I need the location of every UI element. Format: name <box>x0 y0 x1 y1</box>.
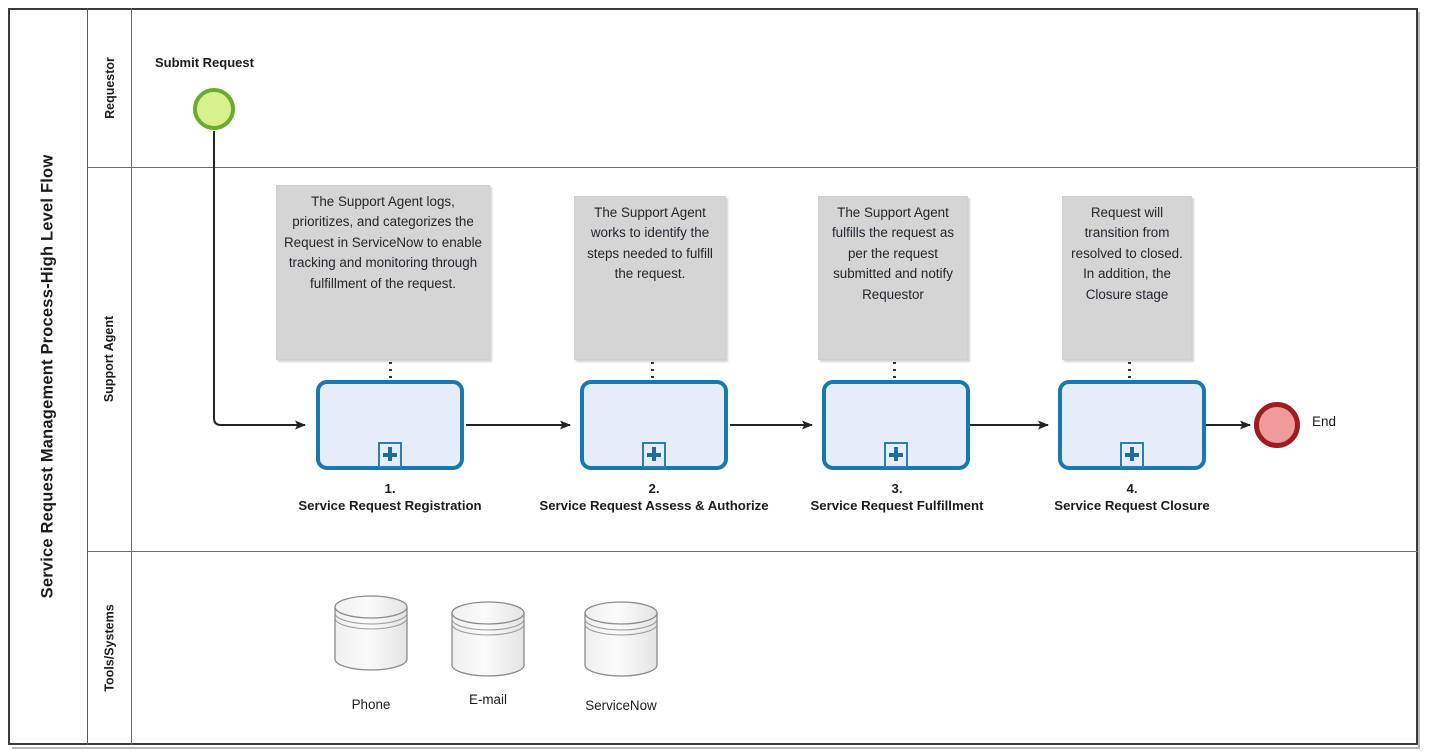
collapsed-subprocess-plus-icon[interactable] <box>642 442 666 468</box>
lane-header-tools-systems: Tools/Systems <box>88 551 132 745</box>
end-event[interactable] <box>1254 402 1300 448</box>
annotation-note-4: Request will transition from resolved to… <box>1062 196 1192 360</box>
collapsed-subprocess-plus-icon[interactable] <box>1120 442 1144 468</box>
task-3-caption: 3. Service Request Fulfillment <box>772 481 1022 514</box>
end-event-label: End <box>1312 414 1337 429</box>
lane-label-requestor: Requestor <box>102 56 117 119</box>
start-event[interactable] <box>193 88 235 130</box>
lane-header-support-agent: Support Agent <box>88 167 132 551</box>
pool-shadow-bottom <box>12 747 1420 749</box>
task-service-request-assess-authorize[interactable] <box>580 380 728 470</box>
association-dots-2 <box>651 362 654 380</box>
task-2-number: 2. <box>648 481 660 496</box>
task-4-number: 4. <box>1126 481 1138 496</box>
lane-separator-1 <box>88 167 1418 168</box>
task-service-request-closure[interactable] <box>1058 380 1206 470</box>
task-2-name: Service Request Assess & Authorize <box>539 497 769 513</box>
task-4-name: Service Request Closure <box>1054 497 1210 513</box>
lane-header-requestor: Requestor <box>88 8 132 167</box>
page-title: Service Request Management Process-High … <box>38 154 57 599</box>
task-service-request-fulfillment[interactable] <box>822 380 970 470</box>
annotation-note-2: The Support Agent works to identify the … <box>574 196 726 360</box>
pool-shadow-right <box>1418 12 1420 749</box>
task-1-number: 1. <box>384 481 396 496</box>
lane-label-tools-systems: Tools/Systems <box>102 604 117 692</box>
datastore-servicenow-icon[interactable] <box>583 600 659 678</box>
datastore-email-icon[interactable] <box>450 600 526 678</box>
annotation-note-1: The Support Agent logs, prioritizes, and… <box>276 185 490 360</box>
lane-label-support-agent: Support Agent <box>102 315 117 403</box>
collapsed-subprocess-plus-icon[interactable] <box>378 442 402 468</box>
datastore-phone-icon[interactable] <box>333 594 409 672</box>
task-1-caption: 1. Service Request Registration <box>256 481 524 514</box>
task-4-caption: 4. Service Request Closure <box>1012 481 1252 514</box>
task-1-name: Service Request Registration <box>298 497 482 513</box>
association-dots-1 <box>389 362 392 380</box>
pool-title-column: Service Request Management Process-High … <box>8 8 88 745</box>
task-3-number: 3. <box>891 481 903 496</box>
annotation-note-3: The Support Agent fulfills the request a… <box>818 196 968 360</box>
collapsed-subprocess-plus-icon[interactable] <box>884 442 908 468</box>
datastore-phone-label: Phone <box>351 697 391 712</box>
task-2-caption: 2. Service Request Assess & Authorize <box>534 481 774 514</box>
association-dots-3 <box>893 362 896 380</box>
association-dots-4 <box>1128 362 1131 380</box>
annotation-note-1-text: The Support Agent logs, prioritizes, and… <box>284 194 482 291</box>
task-service-request-registration[interactable] <box>316 380 464 470</box>
annotation-note-3-text: The Support Agent fulfills the request a… <box>831 205 955 302</box>
lane-separator-2 <box>88 551 1418 552</box>
datastore-servicenow-label: ServiceNow <box>585 698 657 713</box>
start-event-label: Submit Request <box>155 55 254 70</box>
annotation-note-4-text: Request will transition from resolved to… <box>1071 205 1183 302</box>
datastore-email-label: E-mail <box>469 692 507 707</box>
task-3-name: Service Request Fulfillment <box>810 497 984 513</box>
annotation-note-2-text: The Support Agent works to identify the … <box>587 205 713 282</box>
